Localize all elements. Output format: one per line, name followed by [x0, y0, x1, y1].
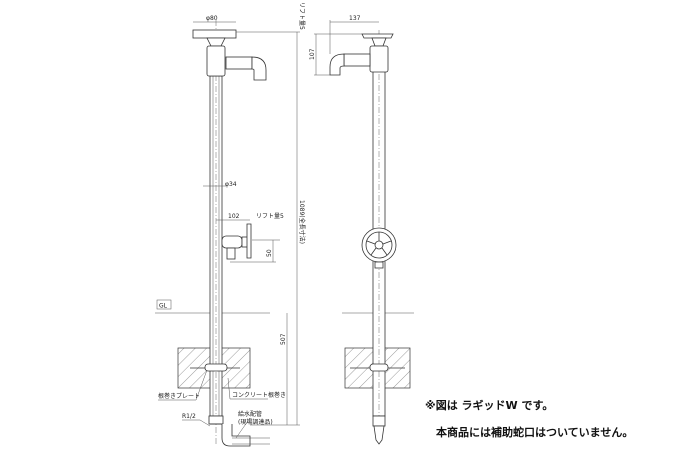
spout-elbow: [251, 56, 267, 81]
gl-label: GL: [159, 303, 168, 310]
valve-body: [206, 45, 226, 77]
aux-faucet: [221, 235, 243, 249]
front-view: GL φ80 リフト量5 φ34 102: [155, 2, 306, 447]
gl-box: [156, 299, 172, 310]
label-supply-pipe-note: (現場調達品): [238, 418, 273, 426]
label-concrete: コンクリート根巻き: [232, 391, 286, 399]
base-plate: [204, 363, 228, 372]
spout-arm-side: [343, 53, 371, 67]
dim-total-length: 1089(全長寸法): [298, 200, 306, 244]
side-view: 137 107: [309, 15, 414, 445]
dim-lift-top: リフト量5: [298, 2, 305, 30]
label-base-plate: 根巻きプレート: [158, 392, 200, 400]
dim-pipe-diameter: φ34: [225, 181, 237, 188]
spout-arm: [225, 56, 253, 70]
accessory-note: 本商品には補助蛇口はついていません。: [436, 426, 634, 439]
dim-aux-height: 50: [266, 249, 273, 257]
label-supply-pipe: 給水配管: [238, 410, 262, 418]
handle-disc-side: [361, 33, 394, 39]
dim-head-diameter: φ80: [206, 15, 218, 22]
dim-buried-depth: 507: [280, 333, 287, 345]
thread-fitting: [208, 415, 224, 425]
dim-lift-aux: リフト量5: [256, 213, 284, 220]
dim-aux-offset: 102: [228, 213, 240, 220]
dim-spout-height: 107: [309, 48, 316, 60]
dim-spout-reach: 137: [349, 15, 361, 22]
label-thread: R1/2: [182, 413, 196, 420]
handle-disc: [192, 29, 237, 39]
aux-handle: [246, 223, 252, 259]
figure-note: ※図は ラギッドW です。: [425, 399, 554, 412]
